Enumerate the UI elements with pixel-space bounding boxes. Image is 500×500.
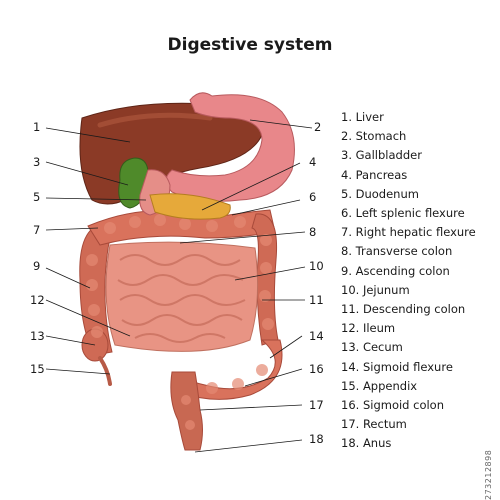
stomach: [165, 92, 295, 202]
legend-item: 18. Anus: [341, 436, 392, 451]
stock-id: 273212898: [484, 449, 493, 500]
callout-11: 11: [309, 293, 324, 307]
legend-item: 1. Liver: [341, 110, 384, 124]
callout-5: 5: [33, 190, 40, 204]
legend-item: 3. Gallbladder: [341, 148, 422, 163]
callout-14: 14: [309, 329, 324, 343]
legend-item: 16. Sigmoid colon: [341, 398, 445, 413]
callout-10: 10: [309, 259, 324, 273]
legend-list: 1. Liver 2. Stomach 3. Gallbladder 4. Pa…: [341, 108, 476, 454]
legend-item: 17. Rectum: [341, 417, 407, 432]
callout-18: 18: [309, 432, 324, 446]
legend-item: 11. Descending colon: [341, 302, 466, 317]
small-intestine: [105, 241, 259, 352]
legend-item: 9. Ascending colon: [341, 263, 450, 278]
legend-item: 5. Duodenum: [341, 186, 419, 201]
legend-item: 14. Sigmoid flexure: [341, 359, 453, 374]
legend-item: 8. Transverse colon: [341, 244, 453, 259]
diagram-title: Digestive system: [167, 35, 333, 55]
callout-4: 4: [309, 155, 316, 169]
legend-item: 12. Ileum: [341, 321, 396, 336]
legend-item: 4. Pancreas: [341, 167, 408, 182]
callout-8: 8: [309, 225, 316, 239]
pancreas: [149, 193, 231, 220]
legend-item: 2. Stomach: [341, 129, 407, 144]
callout-9: 9: [33, 259, 40, 273]
callout-13: 13: [30, 329, 45, 343]
legend-item: 13. Cecum: [341, 340, 403, 355]
callout-3: 3: [33, 155, 40, 169]
legend-item: 6. Left splenic flexure: [341, 206, 465, 221]
callout-12: 12: [30, 293, 45, 307]
legend-item: 7. Right hepatic flexure: [341, 225, 476, 240]
leader-lines: [45, 119, 313, 453]
callout-numbers: 1 2 3 4 5 6 7 8 9 10 11 12 13 14 15 16 1…: [30, 120, 324, 446]
callout-16: 16: [309, 362, 324, 376]
callout-15: 15: [30, 362, 45, 376]
legend-item: 15. Appendix: [341, 378, 418, 393]
callout-7: 7: [33, 223, 40, 237]
callout-1: 1: [33, 120, 40, 134]
callout-17: 17: [309, 398, 324, 412]
callout-2: 2: [314, 120, 321, 134]
callout-6: 6: [309, 190, 316, 204]
legend-item: 10. Jejunum: [341, 282, 410, 297]
